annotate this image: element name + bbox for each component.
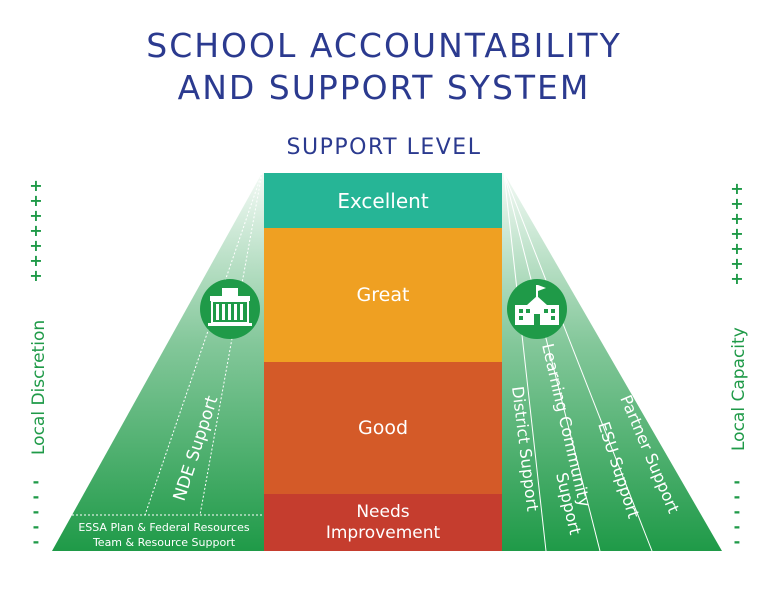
- right-support-wedge: [502, 173, 722, 551]
- essa-plan-label-line2: Team & Resource Support: [92, 536, 236, 549]
- title-line-1: SCHOOL ACCOUNTABILITY: [146, 26, 622, 65]
- level-excellent: Excellent: [264, 173, 502, 228]
- level-needs-improvement: Needs Improvement: [264, 494, 502, 551]
- needs-line-2: Improvement: [325, 522, 441, 543]
- level-great: Great: [264, 228, 502, 362]
- support-level-heading: SUPPORT LEVEL: [286, 135, 482, 160]
- right-minus-marks: -----: [733, 472, 741, 551]
- needs-line-1: Needs: [356, 501, 410, 522]
- local-capacity-label: Local Capacity: [729, 327, 749, 451]
- right-divider-3: [503, 172, 653, 552]
- title-line-2: AND SUPPORT SYSTEM: [177, 68, 591, 107]
- left-support-wedge: [52, 173, 264, 551]
- essa-plan-label-line1: ESSA Plan & Federal Resources: [78, 521, 250, 534]
- state-capitol-building-icon: [200, 279, 260, 339]
- right-divider-2: [503, 172, 601, 552]
- level-good: Good: [264, 362, 502, 494]
- left-divider-1: [144, 172, 263, 516]
- left-plus-marks: +++++++: [29, 176, 43, 285]
- right-plus-marks: +++++++: [730, 179, 744, 288]
- local-discretion-label: Local Discretion: [29, 320, 49, 455]
- left-minus-marks: -----: [32, 472, 40, 551]
- school-building-icon: [507, 279, 567, 339]
- right-divider-1: [503, 172, 547, 552]
- left-divider-2: [199, 172, 263, 516]
